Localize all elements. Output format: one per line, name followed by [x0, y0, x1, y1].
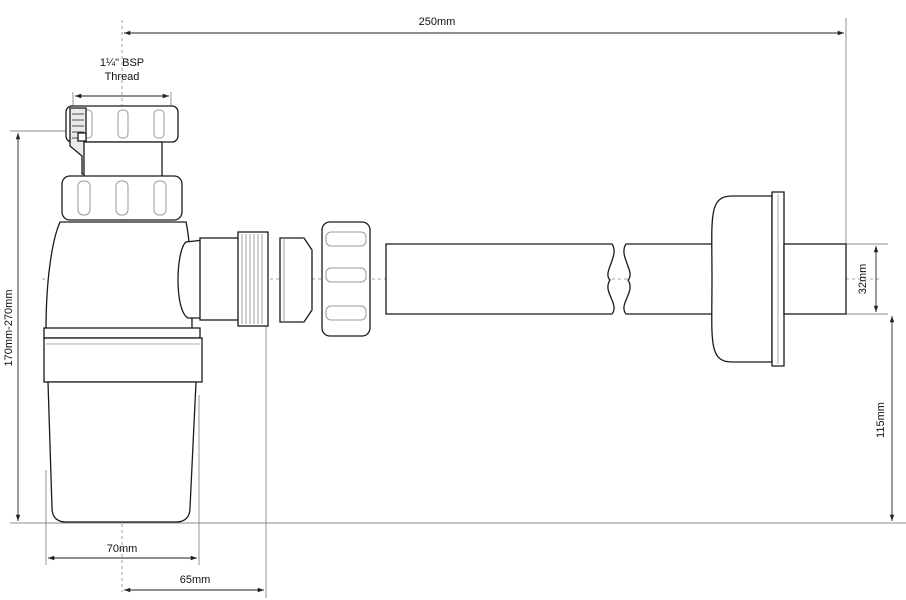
- compression-washer: [279, 237, 313, 323]
- trap-body: [45, 221, 193, 331]
- height-range-label: 170mm-270mm: [3, 289, 15, 366]
- bottle-collar: [43, 327, 201, 339]
- bottle-base: [47, 381, 197, 523]
- bottle-trap: [43, 105, 269, 523]
- thread-label-line1: 1¼" BSP: [100, 57, 144, 69]
- pipe-end: [783, 243, 847, 315]
- pipe-section-right: [623, 243, 721, 315]
- waste-pipe: [385, 191, 847, 367]
- wall-flange: [711, 195, 773, 363]
- outlet-thread: [237, 231, 269, 327]
- outlet-offset-label: 65mm: [180, 574, 211, 586]
- outlet-spigot: [177, 239, 205, 319]
- compression-fitting: [279, 221, 371, 337]
- trap-neck: [83, 141, 163, 181]
- thread-label-line2: Thread: [105, 71, 140, 83]
- outlet-height-label: 115mm: [875, 402, 887, 438]
- length-label: 250mm: [419, 16, 456, 28]
- extension-lines: [10, 18, 906, 598]
- bottle-width-label: 70mm: [107, 543, 138, 555]
- pipe-diameter-label: 32mm: [857, 264, 869, 295]
- lower-lock-nut: [61, 175, 183, 221]
- dimension-lines: [15, 30, 895, 593]
- pipe-section-left: [385, 243, 615, 315]
- compression-nut: [321, 221, 371, 337]
